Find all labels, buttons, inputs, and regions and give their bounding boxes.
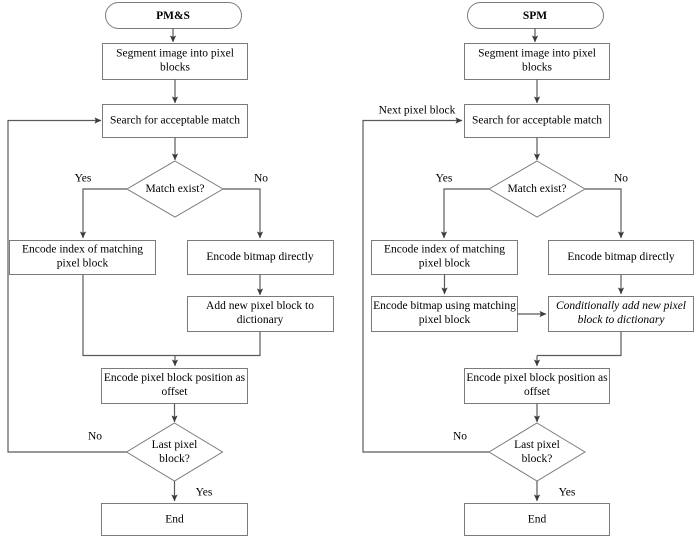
left-end-box: End [101, 503, 248, 536]
right-decision-last-line2: block? [522, 453, 553, 465]
right-edge-yes-branch [440, 188, 489, 239]
left-decision-last-line2: block? [159, 453, 190, 465]
right-search-box: Search for acceptable match [464, 104, 610, 138]
left-label-no-match: No [254, 173, 268, 185]
left-label-no-last: No [88, 431, 102, 443]
right-encode-bitmap-label: Encode bitmap directly [567, 251, 675, 263]
right-conditional-add-box: Conditionally add new pixel block to dic… [548, 296, 694, 332]
left-segment-line1: Segment image into pixel [116, 48, 234, 60]
right-edge-loop-back [362, 117, 489, 453]
right-encode-index-line1: Encode index of matching [384, 244, 505, 256]
left-encode-bitmap-label: Encode bitmap directly [206, 251, 314, 263]
left-edge-yes-branch [79, 188, 127, 239]
right-encode-bitmap-box: Encode bitmap directly [548, 240, 694, 275]
right-encode-offset-line1: Encode pixel block position as [466, 372, 608, 384]
left-decision-match: Match exist? [126, 160, 224, 218]
right-end-label: End [528, 514, 547, 526]
right-encode-using-match-line1: Encode bitmap using matching [373, 300, 516, 312]
right-conditional-add-line2: block to dictionary [578, 314, 666, 326]
left-edge-merge-left [82, 274, 175, 357]
left-encode-offset-line1: Encode pixel block position as [104, 372, 246, 384]
right-decision-match: Match exist? [488, 160, 586, 218]
right-encode-offset-box: Encode pixel block position as offset [464, 368, 610, 404]
right-decision-last: Last pixel block? [488, 422, 586, 482]
right-start-label: SPM [523, 10, 547, 22]
left-encode-offset-line2: offset [162, 386, 189, 398]
left-start-terminator: PM&S [105, 2, 242, 29]
right-start-terminator: SPM [467, 2, 604, 29]
left-search-label: Search for acceptable match [110, 115, 240, 127]
right-segment-box: Segment image into pixel blocks [464, 43, 610, 80]
right-search-label: Search for acceptable match [472, 115, 602, 127]
right-encode-using-match-line2: pixel block [419, 314, 471, 326]
right-label-no-match: No [614, 173, 628, 185]
left-start-label: PM&S [156, 10, 190, 22]
left-search-box: Search for acceptable match [102, 104, 248, 138]
left-segment-line2: blocks [160, 62, 191, 74]
left-decision-last-line1: Last pixel [152, 439, 198, 451]
right-edge-no-branch [585, 188, 625, 239]
right-end-box: End [464, 503, 610, 536]
right-edge-merge [537, 331, 622, 357]
right-conditional-add-line1: Conditionally add new pixel [556, 300, 686, 312]
left-edge-loop-back [7, 117, 127, 453]
right-label-yes-last: Yes [559, 487, 576, 499]
right-decision-match-label: Match exist? [507, 183, 566, 195]
left-decision-match-label: Match exist? [145, 183, 204, 195]
left-edge-no-branch [223, 188, 264, 239]
left-add-dictionary-box: Add new pixel block to dictionary [187, 296, 334, 332]
right-encode-offset-line2: offset [524, 386, 551, 398]
left-label-yes-match: Yes [75, 173, 92, 185]
left-encode-offset-box: Encode pixel block position as offset [101, 368, 248, 404]
left-encode-index-line2: pixel block [57, 258, 109, 270]
right-label-next-pixel-block: Next pixel block [379, 105, 456, 117]
right-decision-last-line1: Last pixel [514, 439, 560, 451]
left-segment-box: Segment image into pixel blocks [102, 43, 248, 80]
left-end-label: End [165, 514, 184, 526]
right-encode-using-match-box: Encode bitmap using matching pixel block [371, 296, 518, 332]
left-add-dictionary-line1: Add new pixel block to [206, 300, 314, 312]
left-decision-last: Last pixel block? [125, 422, 224, 482]
right-label-yes-match: Yes [436, 173, 453, 185]
left-encode-index-box: Encode index of matching pixel block [9, 240, 156, 275]
right-segment-line1: Segment image into pixel [478, 48, 596, 60]
left-label-yes-last: Yes [196, 487, 213, 499]
right-encode-index-line2: pixel block [419, 258, 471, 270]
left-edge-merge-right [175, 331, 261, 357]
right-encode-index-box: Encode index of matching pixel block [371, 240, 518, 275]
left-add-dictionary-line2: dictionary [237, 314, 284, 326]
right-label-no-last: No [453, 431, 467, 443]
right-segment-line2: blocks [522, 62, 553, 74]
left-encode-bitmap-box: Encode bitmap directly [187, 240, 334, 275]
left-encode-index-line1: Encode index of matching [22, 244, 143, 256]
